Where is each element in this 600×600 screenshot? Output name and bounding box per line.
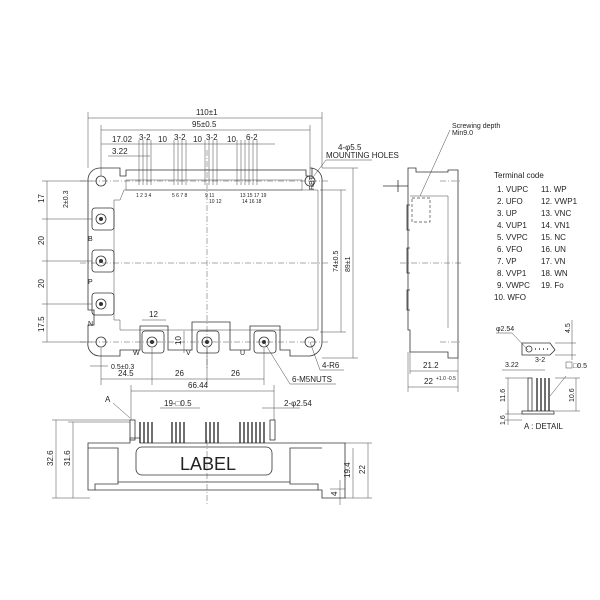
dim-110: 110±1 (196, 108, 218, 117)
screw-depth-title: Screwing depth (452, 123, 500, 130)
terminal-letter-b: B (88, 236, 93, 243)
terminal-code-item: 13. VNC (541, 209, 571, 218)
terminal-letter-v: V (186, 350, 191, 357)
detail-dim-11-6: 11.6 (500, 389, 507, 402)
detail-dim-4-5: 4.5 (565, 323, 572, 333)
pin-extension-lines (87, 112, 323, 385)
pin-numbers-3: 9 11 (205, 193, 215, 199)
dim-17-02: 17.02 (112, 135, 133, 144)
dim-12-tab: 12 (149, 310, 158, 319)
terminal-code-item: 14. VN1 (541, 221, 570, 230)
dim-32-6: 32.6 (46, 450, 55, 466)
dim-21-2: 21.2 (423, 361, 439, 370)
dim-10-a: 10 (158, 135, 167, 144)
terminal-strip (125, 179, 303, 191)
dim-74: 74±0.5 (333, 251, 340, 272)
mounting-holes-label: MOUNTING HOLES (326, 151, 399, 160)
dim-20-left-a: 20 (37, 236, 46, 245)
detail-dim-3-22: 3.22 (505, 362, 519, 369)
dim-10-b: 10 (193, 135, 202, 144)
dim-3-2-c: 3-2 (206, 133, 218, 142)
dim-95: 95±0.5 (192, 120, 217, 129)
detail-a: φ2.54 4.5 3.22 3-2 □0.5 11.6 10.6 1.6 A … (496, 320, 587, 431)
dim-0-5: 0.5±0.3 (111, 364, 134, 371)
detail-dim-10-6: 10.6 (569, 388, 576, 402)
terminal-code-item: 9. VWPC (497, 281, 530, 290)
terminal-letter-n: N (88, 321, 93, 328)
dim-4-front: 4 (330, 491, 339, 496)
label-box (135, 446, 273, 476)
nuts-callout: 6-M5NUTS (292, 375, 332, 384)
terminal-code-item: 3. UP (497, 209, 517, 218)
dim-10-c: 10 (227, 135, 236, 144)
pins-diameter-callout: 2-φ2.54 (284, 399, 312, 408)
terminal-code-item: 10. WFO (494, 293, 526, 302)
detail-caption: A : DETAIL (524, 422, 564, 431)
terminal-code-item: 8. VVP1 (497, 269, 527, 278)
dim-66-44: 66.44 (188, 381, 209, 390)
terminal-code-item: 4. VUP1 (497, 221, 527, 230)
terminal-letter-w: W (133, 350, 140, 357)
dim-22-front: 22 (358, 465, 367, 474)
pin-header-top (521, 342, 556, 356)
terminal-code-item: 19. Fo (541, 281, 564, 290)
detail-dim-1-6: 1.6 (500, 415, 507, 425)
dim-6-2: 6-2 (246, 133, 258, 142)
dim-2-left: 2±0.3 (63, 190, 70, 208)
pins-callout: 19-□0.5 (164, 399, 192, 408)
terminal-code-item: 1. VUPC (497, 185, 528, 194)
terminal-code-item: 11. WP (541, 185, 567, 194)
dim-3-22: 3.22 (112, 147, 128, 156)
front-pins (129, 419, 276, 443)
terminal-code-item: 7. VP (497, 257, 517, 266)
dim-89: 89±1 (345, 256, 352, 272)
top-view: B P N W V U RBT 1 2 3 4 5 6 7 8 9 11 10 … (37, 108, 399, 385)
dim-31-6: 31.6 (63, 450, 72, 466)
dim-3-2-b: 3-2 (174, 133, 186, 142)
terminal-code-title: Terminal code (494, 171, 544, 180)
terminal-code-item: 5. VVPC (497, 233, 528, 242)
screw-depth-min: Min9.0 (452, 130, 473, 137)
dim-17-5-left: 17.5 (37, 316, 46, 332)
terminal-code-item: 18. WN (541, 269, 568, 278)
dim-22-tolerance: +1.0 -0.5 (436, 376, 456, 382)
pin-numbers-4: 10 12 (209, 199, 222, 205)
mounting-holes-count: 4-φ5.5 (338, 143, 362, 152)
corner-radius-callout: 4-R6 (322, 361, 340, 370)
module-outline (87, 167, 323, 357)
terminal-code-item: 16. UN (541, 245, 566, 254)
terminal-code-item: 12. VWP1 (541, 197, 578, 206)
terminal-code-item: 2. UFO (497, 197, 523, 206)
terminal-letter-p: P (88, 279, 93, 286)
terminal-code-item: 6. VFO (497, 245, 522, 254)
detail-diameter: φ2.54 (496, 326, 514, 333)
terminal-code-item: 17. VN (541, 257, 566, 266)
pin-numbers-6: 14 16 18 (242, 199, 262, 205)
terminal-letter-u: U (240, 350, 245, 357)
dim-26-a: 26 (175, 369, 184, 378)
pin-numbers-2: 5 6 7 8 (172, 193, 188, 199)
terminal-code-item: 15. NC (541, 233, 566, 242)
front-view: LABEL 66.44 19-□0.5 2-φ2.54 A 32.6 31.6 … (46, 381, 372, 505)
dim-17-left: 17 (37, 194, 46, 203)
pin-numbers-5: 13 15 17 19 (240, 193, 267, 199)
rbt-mark: RBT (309, 175, 316, 190)
dim-24-5: 24.5 (118, 369, 134, 378)
dim-19-4: 19.4 (343, 462, 352, 478)
terminal-code-table: Terminal code 1. VUPC 2. UFO 3. UP 4. VU… (494, 171, 578, 302)
detail-a-marker: A (105, 395, 111, 404)
label-text: LABEL (180, 454, 236, 474)
detail-square: □0.5 (573, 363, 587, 370)
dim-20-left-b: 20 (37, 279, 46, 288)
pcb-outline (113, 189, 319, 331)
dim-10-tab: 10 (174, 336, 183, 345)
dim-22-side: 22 (424, 377, 433, 386)
mounting-hole-icon (95, 175, 316, 348)
dim-26-b: 26 (231, 369, 240, 378)
side-view: Screwing depth Min9.0 21.2 22 +1.0 -0.5 (383, 123, 500, 392)
dim-3-2-a: 3-2 (139, 133, 151, 142)
pin-numbers-1: 1 2 3 4 (136, 193, 152, 199)
detail-dim-3-2: 3-2 (535, 357, 545, 364)
